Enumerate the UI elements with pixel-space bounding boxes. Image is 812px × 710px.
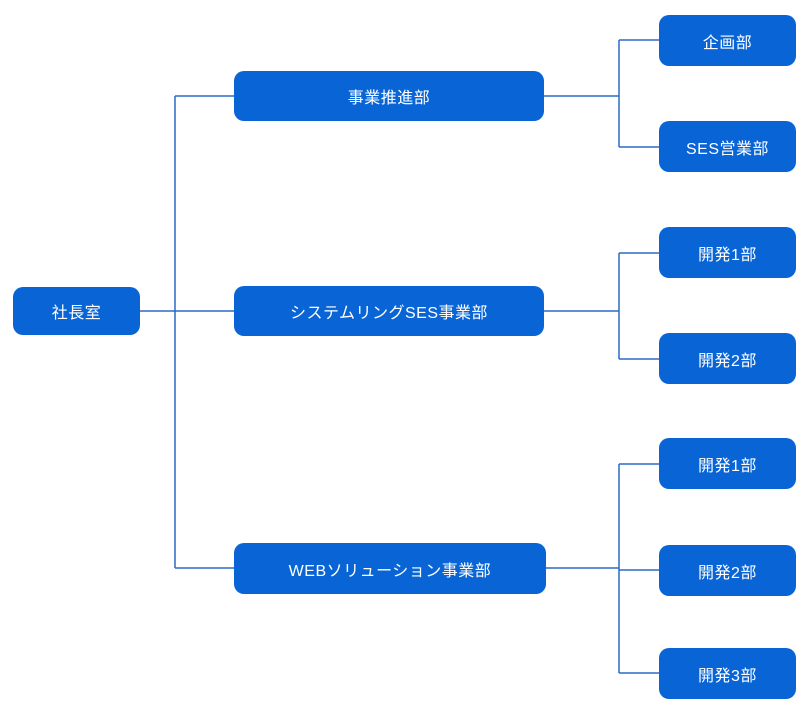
org-node-development-1-ses: 開発1部 — [659, 227, 796, 278]
org-node-development-1-web: 開発1部 — [659, 438, 796, 489]
org-node-development-2-web: 開発2部 — [659, 545, 796, 596]
org-node-development-3-web: 開発3部 — [659, 648, 796, 699]
org-node-development-2-ses: 開発2部 — [659, 333, 796, 384]
org-node-systemring-ses-division: システムリングSES事業部 — [234, 286, 544, 336]
org-node-ses-sales-section: SES営業部 — [659, 121, 796, 172]
org-node-president-office: 社長室 — [13, 287, 140, 335]
org-node-web-solution-division: WEBソリューション事業部 — [234, 543, 546, 594]
org-node-planning-section: 企画部 — [659, 15, 796, 66]
org-node-business-promotion-dept: 事業推進部 — [234, 71, 544, 121]
